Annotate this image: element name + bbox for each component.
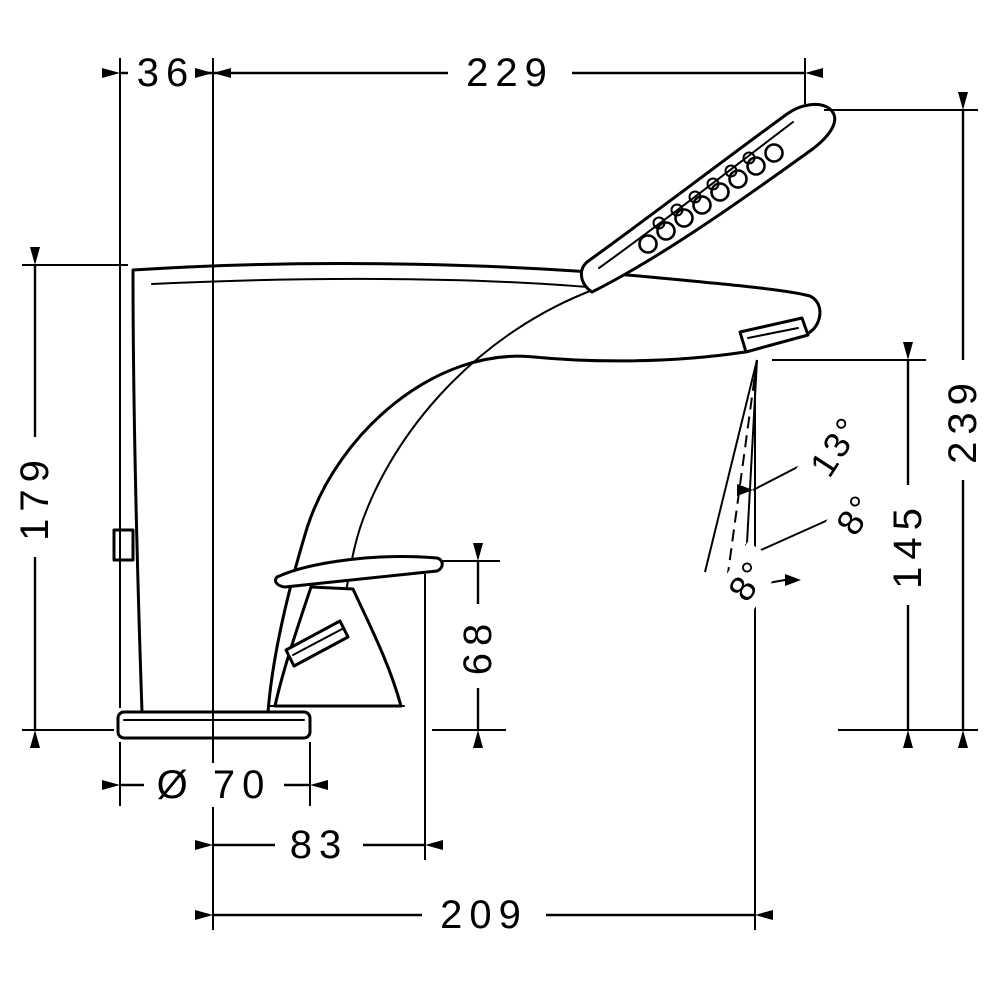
dimension-83: 83 xyxy=(195,823,443,867)
dim-239-text: 239 xyxy=(941,376,985,464)
handle-band-inner-line xyxy=(292,627,345,656)
spout-outlet xyxy=(738,316,810,354)
spout-outlet-inner-line xyxy=(747,327,799,339)
angle-label-13: 13° xyxy=(795,399,877,493)
spout-top-inner-line xyxy=(151,277,599,289)
dimension-239: 239 xyxy=(941,92,985,748)
dimension-145: 145 xyxy=(886,342,930,748)
dim-70-text: Ø 70 xyxy=(157,763,272,807)
column-clip-detail xyxy=(112,528,135,562)
angle-pointer-icon xyxy=(785,574,801,586)
dim-209-text: 209 xyxy=(440,893,528,937)
angle-pointer-icon xyxy=(737,484,753,496)
spray-nozzles xyxy=(638,143,784,254)
dimension-36: 36 xyxy=(102,51,231,95)
dimension-68: 68 xyxy=(456,543,500,748)
faucet-artwork xyxy=(112,102,837,740)
handle-band-detail xyxy=(284,619,350,668)
dim-229-text: 229 xyxy=(466,51,554,95)
handle-lever-blade xyxy=(273,555,444,589)
dim-179-text: 179 xyxy=(13,453,57,541)
spray-angle-annotation: 13° 8° 8° xyxy=(704,359,892,619)
dim-36-text: 36 xyxy=(137,51,196,95)
dimension-179: 179 xyxy=(13,247,57,748)
dim-83-text: 83 xyxy=(290,823,349,867)
handshower-inner-line xyxy=(598,121,794,269)
dimension-229: 229 xyxy=(195,51,823,95)
dimension-209: 209 xyxy=(195,893,773,937)
dim-68-text: 68 xyxy=(456,617,500,676)
dimension-diameter-70: Ø 70 xyxy=(102,763,328,807)
dim-145-text: 145 xyxy=(886,501,930,589)
angle-label-8-lower: 8° xyxy=(712,541,784,619)
